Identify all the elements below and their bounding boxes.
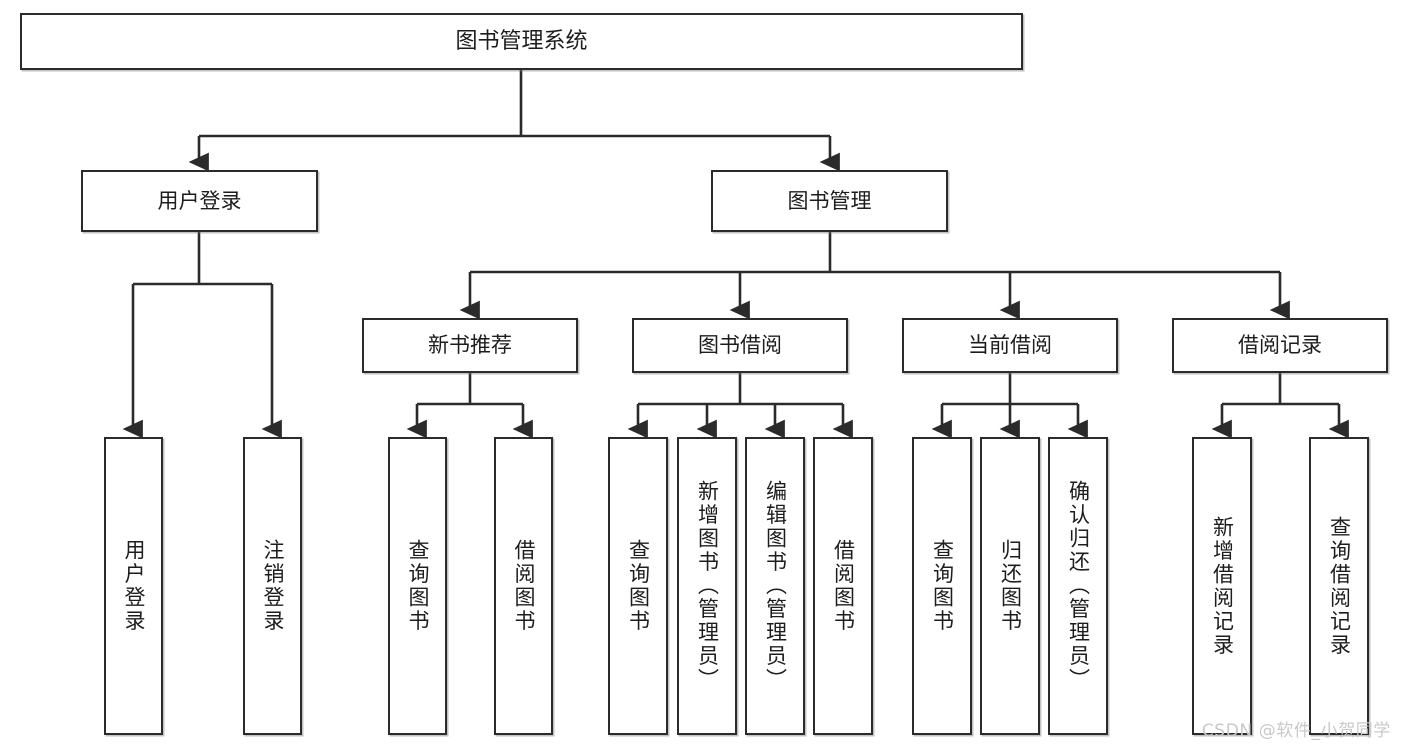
node-leaf-user-login-label: 用户登录 <box>122 539 146 633</box>
node-leaf-confirm-return[interactable]: 确认归还（管理员） <box>1048 437 1108 735</box>
node-leaf-borrow-book-1[interactable]: 借阅图书 <box>494 437 553 735</box>
node-leaf-query-book-1[interactable]: 查询图书 <box>388 437 447 735</box>
node-leaf-query-book-2[interactable]: 查询图书 <box>608 437 668 735</box>
node-root[interactable]: 图书管理系统 <box>20 13 1023 70</box>
node-leaf-logout[interactable]: 注销登录 <box>243 437 302 735</box>
node-current-borrow[interactable]: 当前借阅 <box>902 318 1118 373</box>
node-leaf-query-book-3[interactable]: 查询图书 <box>912 437 972 735</box>
node-leaf-query-book-1-label: 查询图书 <box>406 539 430 633</box>
node-leaf-borrow-book-2-label: 借阅图书 <box>831 539 856 633</box>
node-user-login[interactable]: 用户登录 <box>81 170 318 232</box>
node-leaf-add-record[interactable]: 新增借阅记录 <box>1192 437 1252 735</box>
node-leaf-edit-book[interactable]: 编辑图书（管理员） <box>745 437 805 735</box>
node-leaf-query-book-3-label: 查询图书 <box>930 539 955 633</box>
node-leaf-add-book[interactable]: 新增图书（管理员） <box>677 437 737 735</box>
node-leaf-add-record-label: 新增借阅记录 <box>1210 515 1235 657</box>
node-root-label: 图书管理系统 <box>455 28 588 54</box>
node-leaf-logout-label: 注销登录 <box>261 539 285 633</box>
node-new-book-rec[interactable]: 新书推荐 <box>362 318 578 373</box>
node-user-login-label: 用户登录 <box>157 188 242 213</box>
node-new-book-rec-label: 新书推荐 <box>428 333 512 358</box>
node-leaf-return-book-label: 归还图书 <box>998 539 1023 633</box>
node-borrow-record-label: 借阅记录 <box>1238 333 1322 358</box>
node-leaf-edit-book-label: 编辑图书（管理员） <box>763 480 788 692</box>
node-leaf-query-record-label: 查询借阅记录 <box>1327 515 1352 657</box>
node-book-borrow[interactable]: 图书借阅 <box>632 318 848 373</box>
node-leaf-borrow-book-1-label: 借阅图书 <box>512 539 536 633</box>
node-leaf-return-book[interactable]: 归还图书 <box>980 437 1040 735</box>
node-book-borrow-label: 图书借阅 <box>698 333 782 358</box>
node-current-borrow-label: 当前借阅 <box>968 333 1052 358</box>
node-leaf-add-book-label: 新增图书（管理员） <box>695 480 720 692</box>
node-leaf-user-login[interactable]: 用户登录 <box>104 437 163 735</box>
node-book-manage-label: 图书管理 <box>787 188 872 213</box>
node-book-manage[interactable]: 图书管理 <box>711 170 948 232</box>
node-leaf-confirm-return-label: 确认归还（管理员） <box>1066 480 1091 692</box>
node-leaf-borrow-book-2[interactable]: 借阅图书 <box>813 437 873 735</box>
node-leaf-query-book-2-label: 查询图书 <box>626 539 651 633</box>
node-leaf-query-record[interactable]: 查询借阅记录 <box>1309 437 1369 735</box>
node-borrow-record[interactable]: 借阅记录 <box>1172 318 1388 373</box>
